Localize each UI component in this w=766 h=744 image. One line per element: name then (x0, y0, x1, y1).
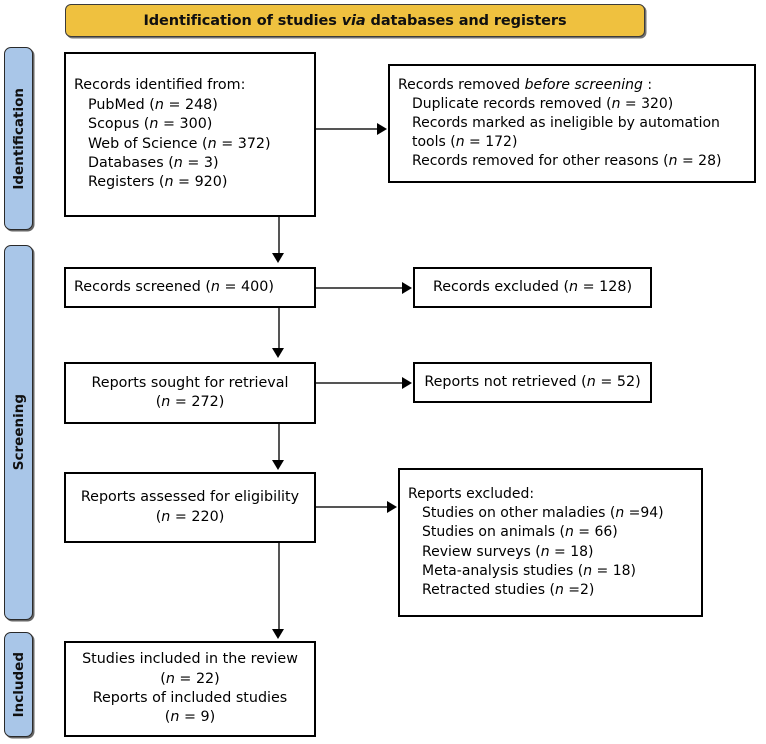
node-count: (n = 220) (155, 508, 225, 525)
stage-label-identification-text: Identification (10, 87, 27, 190)
node-text: Records excluded (n = 128) (432, 278, 633, 295)
arrow-right-icon (402, 281, 412, 294)
node-records-identified: Records identified from: PubMed (n = 248… (64, 52, 316, 217)
node-text: Reports not retrieved (n = 52) (424, 373, 641, 390)
node-title: Records identified from: (74, 77, 246, 94)
node-text: Reports assessed for eligibility (80, 489, 300, 506)
node-count: (n = 22) (160, 670, 220, 687)
stage-label-screening: Screening (4, 245, 33, 620)
node-item: Retracted studies (n =2) (422, 581, 595, 598)
stage-label-screening-text: Screening (10, 394, 27, 471)
node-item: Records marked as ineligible by automati… (412, 114, 720, 151)
node-text: Studies included in the review (82, 651, 298, 668)
banner-title: Identification of studies via databases … (143, 12, 567, 29)
stage-label-identification: Identification (4, 47, 33, 230)
node-item: Meta-analysis studies (n = 18) (422, 562, 636, 579)
connector-sought-to-not-retrieved (316, 382, 403, 384)
node-records-removed: Records removed before screening : Dupli… (388, 64, 756, 183)
node-reports-sought: Reports sought for retrieval (n = 272) (64, 362, 316, 424)
node-text: Records screened (n = 400) (74, 278, 274, 295)
arrow-down-icon (272, 629, 284, 639)
node-item: Web of Science (n = 372) (88, 135, 271, 152)
connector-assessed-to-reports-excluded (316, 506, 388, 508)
diagram-banner: Identification of studies via databases … (65, 4, 645, 37)
connector-assessed-to-included (278, 543, 280, 631)
node-text: Reports of included studies (92, 690, 288, 706)
connector-identified-to-removed (316, 128, 378, 130)
connector-sought-to-assessed (278, 424, 280, 462)
node-count: (n = 9) (164, 709, 216, 726)
stage-label-included: Included (4, 632, 33, 737)
node-item: Studies on other maladies (n =94) (422, 505, 664, 522)
node-item: Databases (n = 3) (88, 154, 219, 171)
stage-label-included-text: Included (10, 651, 27, 718)
connector-screened-to-excluded (316, 287, 403, 289)
node-item: Duplicate records removed (n = 320) (412, 95, 674, 112)
node-text: Reports sought for retrieval (91, 374, 289, 391)
node-item: PubMed (n = 248) (88, 96, 218, 113)
connector-screened-to-sought (278, 308, 280, 350)
node-reports-assessed: Reports assessed for eligibility (n = 22… (64, 472, 316, 543)
arrow-right-icon (387, 500, 397, 513)
node-item: Scopus (n = 300) (88, 116, 213, 133)
node-reports-excluded-detail: Reports excluded: Studies on other malad… (398, 468, 703, 617)
node-title: Records removed before screening : (398, 76, 653, 93)
arrow-right-icon (402, 376, 412, 389)
node-title: Reports excluded: (408, 486, 535, 503)
arrow-down-icon (272, 348, 284, 358)
node-records-excluded: Records excluded (n = 128) (413, 267, 652, 308)
arrow-down-icon (272, 460, 284, 470)
connector-identified-to-screened (278, 217, 280, 255)
node-count: (n = 272) (155, 394, 225, 410)
arrow-right-icon (377, 122, 387, 135)
node-item: Records removed for other reasons (n = 2… (412, 153, 722, 170)
node-reports-not-retrieved: Reports not retrieved (n = 52) (413, 362, 652, 403)
node-item: Studies on animals (n = 66) (422, 524, 618, 541)
node-item: Registers (n = 920) (88, 174, 228, 191)
node-records-screened: Records screened (n = 400) (64, 267, 316, 308)
node-item: Review surveys (n = 18) (422, 543, 594, 560)
arrow-down-icon (272, 253, 284, 263)
node-studies-included: Studies included in the review (n = 22) … (64, 641, 316, 737)
